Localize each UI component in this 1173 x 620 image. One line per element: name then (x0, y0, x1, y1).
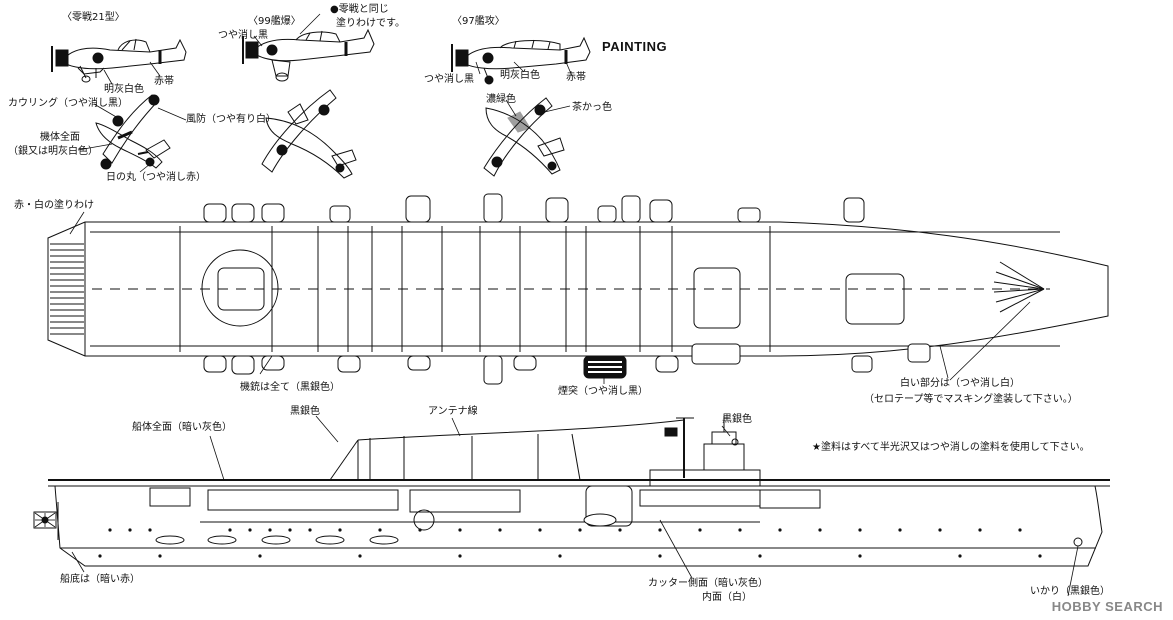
kate-red-band-label: 赤帯 (566, 72, 586, 83)
cutter-inner-label: 内面（白） (702, 592, 752, 603)
val-note-line1: ●零戦と同じ (330, 4, 389, 15)
flight-deck-plan (47, 193, 1109, 385)
black-silver-label-a: 黒銀色 (290, 406, 320, 417)
zero-canopy-label: 風防（つや有り白） (186, 114, 276, 125)
val-top-view (261, 89, 357, 179)
hull-all-label: 船体全面（暗い灰色） (132, 422, 232, 433)
zero-cowling-label: カウリング（つや消し黒） (8, 98, 128, 109)
kate-top-view (483, 97, 565, 177)
kate-matt-black-label: つや消し黒 (424, 74, 474, 85)
antenna-label: アンテナ線 (428, 406, 478, 417)
paint-note: ★塗料はすべて半光沢又はつや消しの塗料を使用して下さい。 (812, 442, 1090, 453)
val-side-view (242, 28, 375, 82)
black-silver-label-b: 黒銀色 (722, 414, 752, 425)
zero-hinomaru-label: 日の丸（つや消し赤） (106, 172, 206, 183)
val-type-label: 〈99艦爆〉 (248, 16, 301, 27)
bow-stripes-label: 赤・白の塗りわけ (14, 200, 94, 211)
white-parts-label: 白い部分は（つや消し白） (900, 378, 1020, 389)
cutter-side-label: カッター側面（暗い灰色） (648, 578, 768, 589)
zero-airframe-label: 機体全面 (40, 132, 80, 143)
zero-top-view (95, 94, 171, 170)
watermark: HOBBY SEARCH (1051, 599, 1163, 614)
anchor-label: いかり（黒銀色） (1030, 586, 1110, 597)
hull-bottom-label: 船底は（暗い赤） (60, 574, 140, 585)
zero-light-grey-label: 明灰白色 (104, 84, 144, 95)
painting-title: PAINTING (602, 39, 668, 54)
kate-type-label: 〈97艦攻〉 (452, 16, 505, 27)
val-note-line2: 塗りわけです。 (336, 18, 405, 29)
kate-dark-green-label: 濃緑色 (486, 94, 516, 105)
masking-note: （セロテープ等でマスキング塗装して下さい。） (864, 394, 1078, 405)
zero-type-label: 〈零戦21型〉 (62, 12, 125, 23)
guns-label: 機銃は全て（黒銀色） (240, 382, 340, 393)
zero-silver-label: （銀又は明灰白色） (8, 146, 98, 157)
kate-light-grey-label: 明灰白色 (500, 70, 540, 81)
funnel-label: 煙突（つや消し黒） (558, 386, 648, 397)
zero-red-band-label: 赤帯 (154, 76, 174, 87)
hull-side-view (33, 416, 1110, 567)
zero-side-view (51, 38, 187, 83)
val-matt-black-label: つや消し黒 (218, 30, 268, 41)
leader-lines (69, 13, 1079, 597)
kate-brown-label: 茶かっ色 (572, 102, 612, 113)
kate-side-view (451, 36, 591, 85)
